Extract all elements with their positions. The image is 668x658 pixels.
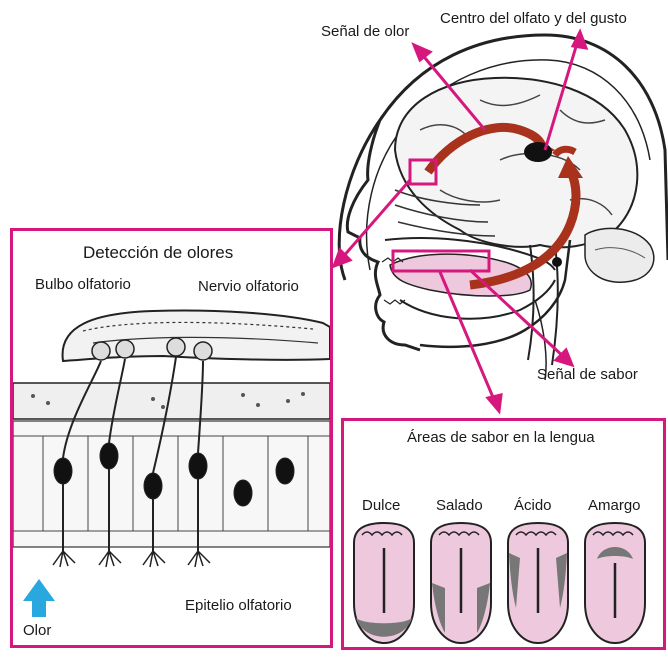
epithelium-label: Epitelio olfatorio bbox=[185, 597, 292, 614]
tongue-amargo bbox=[585, 523, 645, 643]
tongue-label-amargo: Amargo bbox=[588, 497, 641, 514]
smell-panel-title: Detección de olores bbox=[83, 243, 233, 263]
tongue-label-dulce: Dulce bbox=[362, 497, 400, 514]
tongue-panel-title: Áreas de sabor en la lengua bbox=[407, 429, 595, 446]
smell-signal-label: Señal de olor bbox=[321, 23, 409, 40]
smell-detection-panel: Detección de olores Bulbo olfatorio Nerv… bbox=[10, 228, 333, 648]
taste-signal-label: Señal de sabor bbox=[537, 366, 638, 383]
bulb-label: Bulbo olfatorio bbox=[35, 276, 131, 293]
odor-label: Olor bbox=[23, 622, 51, 639]
tongue-areas-panel: Áreas de sabor en la lengua Dulce Salado… bbox=[341, 418, 666, 650]
tongue-salado bbox=[431, 523, 491, 643]
tongue-label-salado: Salado bbox=[436, 497, 483, 514]
cerebellum bbox=[585, 228, 654, 282]
tongue-acido bbox=[508, 523, 568, 643]
tongue-label-acido: Ácido bbox=[514, 497, 552, 514]
odor-arrow-icon bbox=[23, 579, 55, 617]
tongue-illustrations bbox=[344, 521, 663, 649]
tongue-dulce bbox=[354, 523, 414, 643]
center-label: Centro del olfato y del gusto bbox=[440, 10, 627, 27]
nerve-label: Nervio olfatorio bbox=[198, 278, 299, 295]
